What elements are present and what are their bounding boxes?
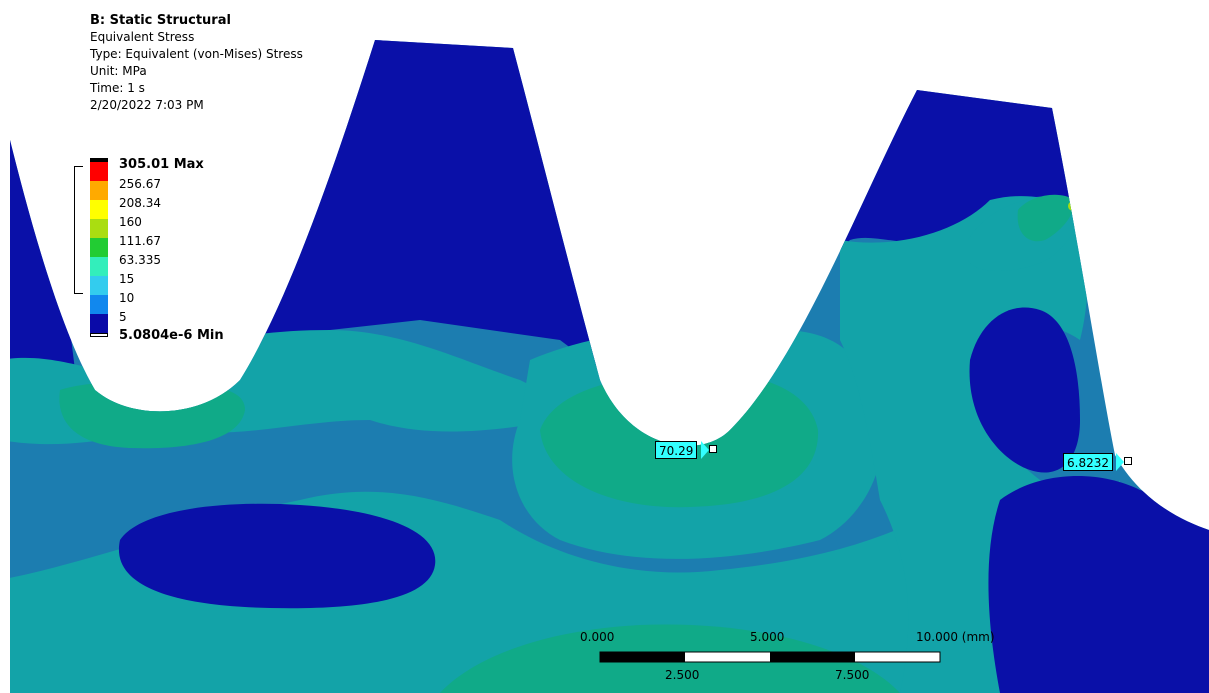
legend-swatch-green xyxy=(90,238,108,257)
legend-level: 5 xyxy=(90,310,290,333)
probe-anchor[interactable] xyxy=(709,445,717,453)
legend-swatch-min xyxy=(90,333,108,337)
contour-island-right xyxy=(969,307,1080,473)
legend-label: 208.34 xyxy=(119,196,161,210)
legend-label: 63.335 xyxy=(119,253,161,267)
legend-label-min: 5.0804e-6 Min xyxy=(119,328,224,343)
legend-level: 160 xyxy=(90,215,290,238)
legend-swatch-lime xyxy=(90,219,108,238)
legend-label: 160 xyxy=(119,215,142,229)
legend-swatch-dark-blue xyxy=(90,314,108,333)
probe-label[interactable]: 6.8232 xyxy=(1063,453,1113,471)
legend-level: 15 xyxy=(90,272,290,295)
legend-level: 208.34 xyxy=(90,196,290,219)
legend-swatch-aqua xyxy=(90,257,108,276)
scale-bar-graphic xyxy=(599,651,941,663)
legend-swatch-red xyxy=(90,162,108,181)
result-timestamp: 2/20/2022 7:03 PM xyxy=(90,98,204,112)
legend-swatch-yellow xyxy=(90,200,108,219)
legend-level: 63.335 xyxy=(90,253,290,276)
contour-green-tip-core xyxy=(1017,194,1075,242)
scale-bar: 0.000 5.000 10.000 (mm) 2.500 7.500 xyxy=(580,630,1030,685)
contour-tooth-left xyxy=(10,100,75,370)
contour-max-spot xyxy=(1068,201,1078,211)
result-name: Equivalent Stress xyxy=(90,30,195,44)
legend-swatch-cyan xyxy=(90,276,108,295)
scale-label: 7.500 xyxy=(835,668,870,682)
legend-label-max: 305.01 Max xyxy=(119,157,204,172)
legend-level-max: 305.01 Max xyxy=(90,157,290,181)
result-type: Type: Equivalent (von-Mises) Stress xyxy=(90,47,303,61)
contour-island-left xyxy=(118,503,436,609)
scale-label: 10.000 (mm) xyxy=(916,630,995,644)
probe-anchor[interactable] xyxy=(1124,457,1132,465)
legend-label: 10 xyxy=(119,291,135,305)
legend-level-min: 5.0804e-6 Min xyxy=(90,329,290,348)
legend-swatch-blue xyxy=(90,295,108,314)
legend-swatch-max xyxy=(90,158,108,162)
legend-level: 111.67 xyxy=(90,234,290,257)
contour-island-bottom-right xyxy=(988,476,1209,693)
result-header: B: Static Structural Equivalent Stress T… xyxy=(90,12,303,114)
analysis-title: B: Static Structural xyxy=(90,13,231,28)
probe-pointer xyxy=(701,441,709,459)
probe-label[interactable]: 70.29 xyxy=(655,441,698,459)
legend-label: 111.67 xyxy=(119,234,161,248)
scale-label: 0.000 xyxy=(580,630,615,644)
result-unit: Unit: MPa xyxy=(90,64,147,78)
legend-label: 15 xyxy=(119,272,135,286)
legend-label: 5 xyxy=(119,310,127,324)
legend-level: 10 xyxy=(90,291,290,314)
probe-pointer xyxy=(1116,453,1124,471)
scale-label: 2.500 xyxy=(665,668,700,682)
legend-bracket xyxy=(74,166,83,294)
result-time: Time: 1 s xyxy=(90,81,145,95)
contour-max-core xyxy=(1071,204,1075,208)
legend-swatch-orange xyxy=(90,181,108,200)
legend-level: 256.67 xyxy=(90,177,290,200)
scale-label: 5.000 xyxy=(750,630,785,644)
legend-label: 256.67 xyxy=(119,177,161,191)
